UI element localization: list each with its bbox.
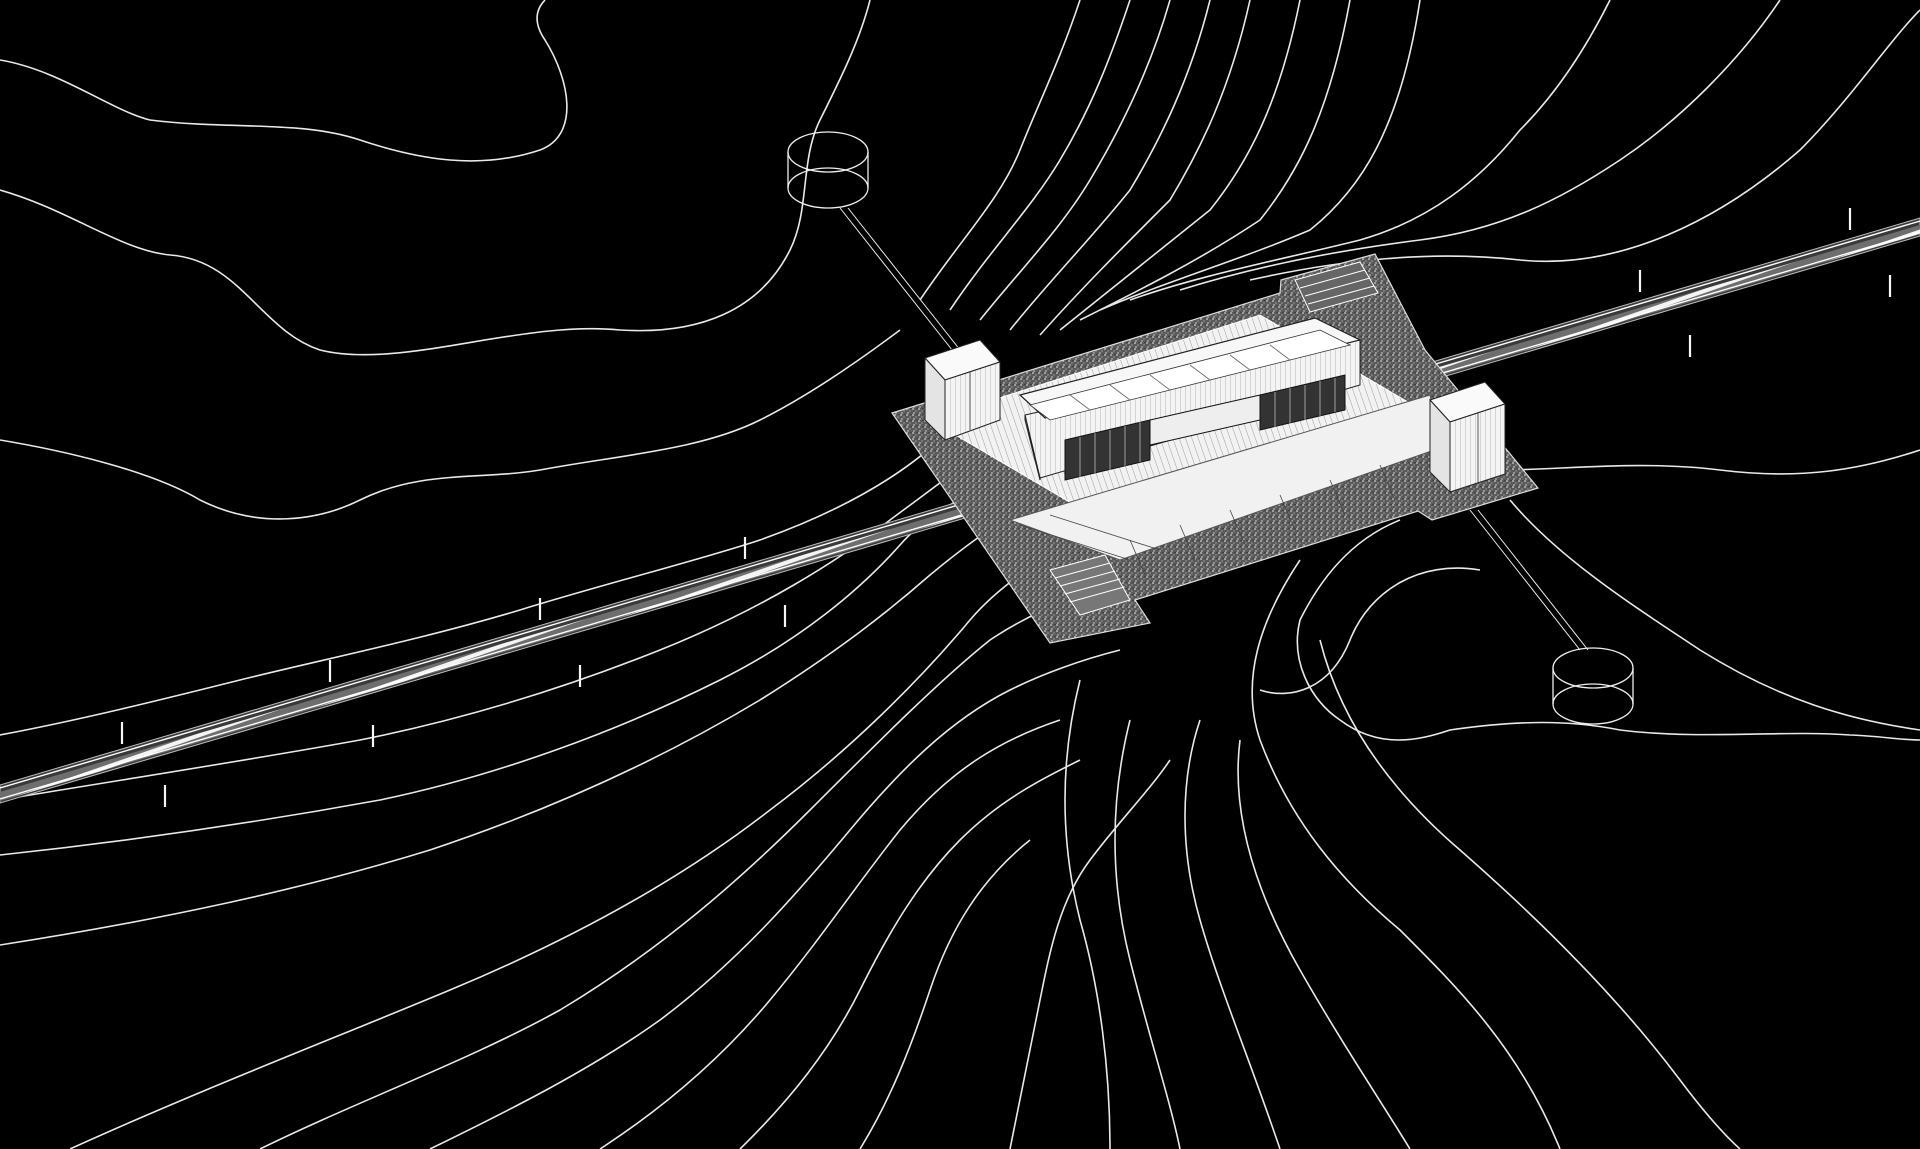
- utility-huts: [924, 339, 1506, 494]
- circular-marker-lower: [1469, 509, 1634, 725]
- platform-steps: [1049, 554, 1131, 616]
- rear-steps: [1294, 261, 1379, 313]
- station-shelter: [1018, 317, 1362, 481]
- trackside-marker-posts: [120, 208, 1892, 807]
- shelter-windows: [1064, 374, 1346, 481]
- utility-hut-left: [924, 339, 1001, 442]
- circular-markers: [787, 131, 1634, 725]
- circular-marker-upper: [787, 131, 969, 361]
- utility-hut-right: [1429, 381, 1506, 494]
